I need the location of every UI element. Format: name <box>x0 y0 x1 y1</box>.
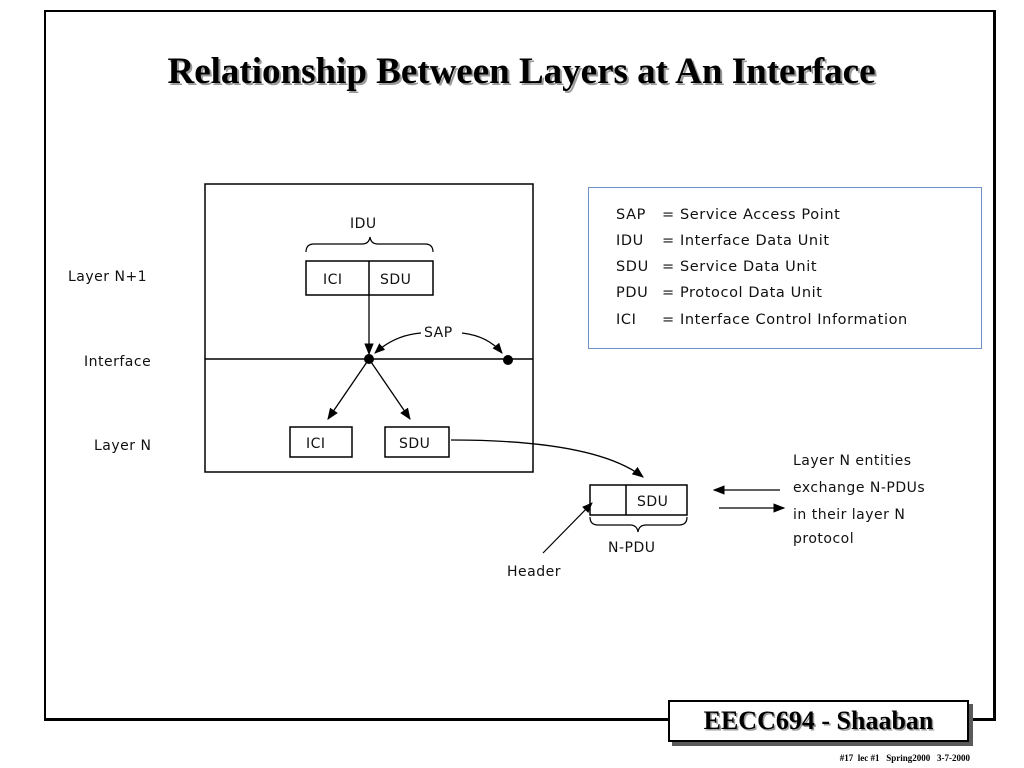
sap-to-ici-arrow <box>327 358 370 420</box>
slide-title: Relationship Between Layers at An Interf… <box>167 51 876 92</box>
legend-row-pdu: PDU = Protocol Data Unit <box>616 285 823 301</box>
legend-abbr: SAP <box>616 207 646 223</box>
interface-label: Interface <box>84 354 151 370</box>
lower-sdu-label: SDU <box>399 436 430 452</box>
upper-ici-label: ICI <box>323 272 343 288</box>
slide-footnote: #17 lec #1 Spring2000 3-7-2000 <box>839 753 970 763</box>
legend-box: SAP = Service Access Point IDU = Interface… <box>588 187 982 349</box>
sap-arrow-left <box>374 332 422 354</box>
header-pointer-arrow <box>542 502 593 554</box>
legend-row-ici: ICI = Interface Control Information <box>616 312 908 328</box>
legend-abbr: ICI <box>616 312 637 328</box>
sap-label: SAP <box>424 325 453 341</box>
legend-row-sap: SAP = Service Access Point <box>616 207 840 223</box>
entity-note-line-4: protocol <box>793 531 854 547</box>
idu-brace <box>305 236 434 253</box>
legend-abbr: SDU <box>616 259 649 275</box>
npdu-brace <box>589 516 688 533</box>
lower-ici-label: ICI <box>306 436 326 452</box>
entity-note-line-1: Layer N entities <box>793 453 912 469</box>
legend-meaning: = Interface Data Unit <box>662 233 830 249</box>
sap-point-right <box>503 355 513 365</box>
lower-sdu-box <box>384 426 450 458</box>
legend-meaning: = Service Data Unit <box>662 259 818 275</box>
course-footer-label: EECC694 - Shaaban <box>668 700 969 742</box>
legend-meaning: = Service Access Point <box>662 207 841 223</box>
legend-row-idu: IDU = Interface Data Unit <box>616 233 830 249</box>
sap-arrow-right <box>461 332 503 354</box>
npdu-sdu-label: SDU <box>637 494 668 510</box>
legend-meaning: = Interface Control Information <box>662 312 908 328</box>
sdu-to-pdu-arrow <box>450 439 644 478</box>
entity-note-line-3: in their layer N <box>793 507 905 523</box>
entity-note-line-2: exchange N-PDUs <box>793 480 925 496</box>
header-label: Header <box>507 564 561 580</box>
legend-abbr: IDU <box>616 233 644 249</box>
layer-n-label: Layer N <box>94 438 151 454</box>
legend-row-sdu: SDU = Service Data Unit <box>616 259 817 275</box>
layer-n-plus-1-label: Layer N+1 <box>68 269 147 285</box>
legend-meaning: = Protocol Data Unit <box>662 285 823 301</box>
layer-box <box>204 183 534 473</box>
lower-ici-box <box>289 426 353 458</box>
upper-sdu-label: SDU <box>380 272 411 288</box>
slide-frame <box>44 10 996 721</box>
idu-label: IDU <box>350 216 377 232</box>
npdu-box <box>589 484 688 516</box>
legend-abbr: PDU <box>616 285 649 301</box>
npdu-label: N-PDU <box>608 540 656 556</box>
sap-to-sdu-arrow <box>368 358 411 420</box>
